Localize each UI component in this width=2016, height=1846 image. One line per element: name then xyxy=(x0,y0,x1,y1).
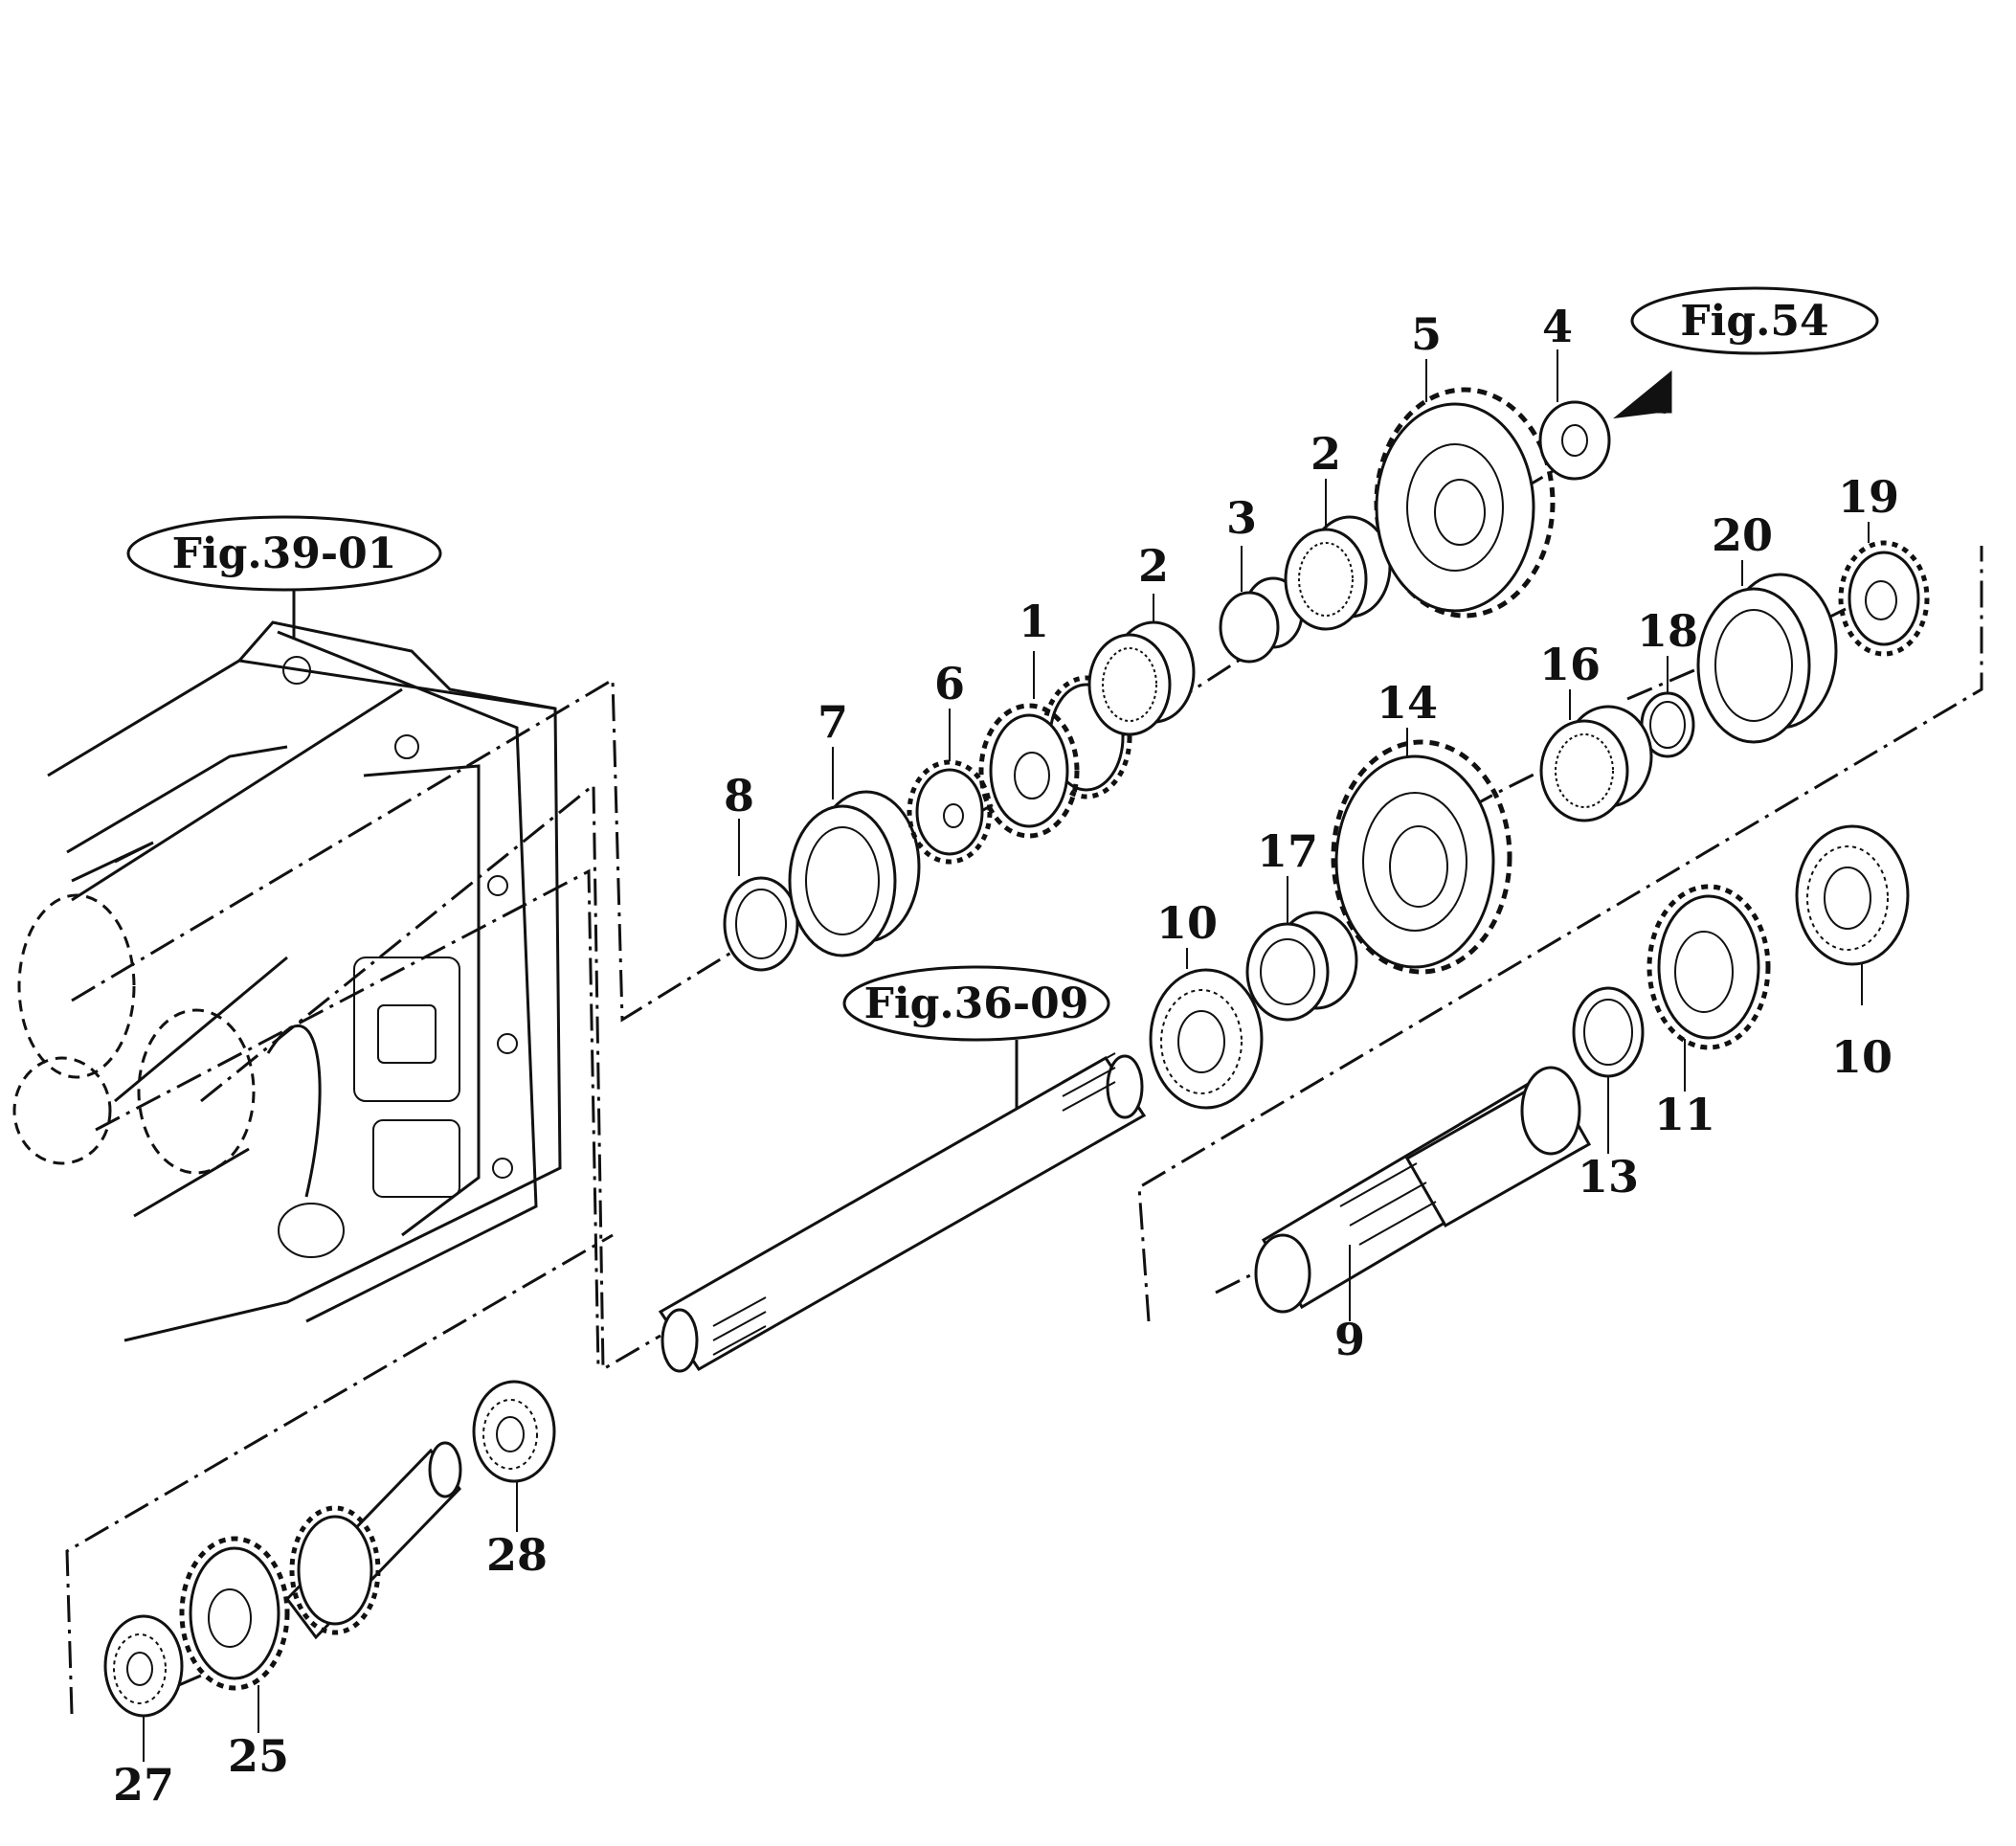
label-part-4: 4 xyxy=(1542,301,1573,352)
input-shaft[interactable] xyxy=(658,1052,1147,1373)
fig-36-09-callout[interactable]: Fig.36-09 xyxy=(842,965,1110,1111)
label-part-2-left: 2 xyxy=(1138,540,1169,592)
svg-text:Fig.36-09: Fig.36-09 xyxy=(864,979,1089,1028)
label-part-1: 1 xyxy=(1019,596,1049,647)
label-part-6: 6 xyxy=(934,658,965,709)
part-27-ball-bearing[interactable] xyxy=(103,1614,184,1762)
label-part-25: 25 xyxy=(228,1730,289,1782)
label-part-13: 13 xyxy=(1578,1151,1639,1203)
part-6-gear[interactable] xyxy=(907,709,993,865)
label-part-20: 20 xyxy=(1712,509,1773,561)
label-part-14: 14 xyxy=(1377,677,1438,729)
label-part-11: 11 xyxy=(1654,1089,1715,1140)
direction-arrow-icon xyxy=(1613,370,1672,419)
part-17-bushing[interactable] xyxy=(1245,876,1358,1022)
fig-39-01-callout[interactable]: Fig.39-01 xyxy=(126,515,442,638)
part-4-washer[interactable] xyxy=(1538,349,1611,481)
part-13-snap-ring[interactable] xyxy=(1572,986,1645,1154)
label-part-10-middle: 10 xyxy=(1156,897,1218,949)
label-part-19: 19 xyxy=(1838,471,1899,523)
part-9-output-shaft[interactable] xyxy=(1254,1066,1592,1321)
part-5-gear[interactable] xyxy=(1374,359,1556,619)
part-7-sync-sleeve[interactable] xyxy=(788,747,921,957)
transmission-housing xyxy=(12,620,562,1342)
part-labels: 5 4 2 3 2 1 6 7 8 19 20 18 16 14 17 10 1… xyxy=(113,301,1899,1811)
fig-54-callout[interactable]: Fig.54 xyxy=(1630,286,1879,355)
part-10-ball-bearing-right[interactable] xyxy=(1795,824,1910,1005)
part-14-gear[interactable] xyxy=(1331,728,1512,975)
label-part-28: 28 xyxy=(486,1529,548,1581)
label-part-10-right: 10 xyxy=(1831,1031,1893,1083)
svg-text:Fig.54: Fig.54 xyxy=(1680,297,1828,346)
part-10-ball-bearing-middle[interactable] xyxy=(1149,948,1264,1110)
part-20-sync-sleeve[interactable] xyxy=(1696,560,1838,744)
svg-text:Fig.39-01: Fig.39-01 xyxy=(172,529,397,578)
part-19-gear[interactable] xyxy=(1838,522,1930,657)
label-part-17: 17 xyxy=(1257,825,1318,877)
label-part-2-right: 2 xyxy=(1310,428,1341,480)
part-16-needle-bearing[interactable] xyxy=(1539,689,1653,822)
label-part-27: 27 xyxy=(113,1759,174,1811)
part-28-ball-bearing[interactable] xyxy=(472,1380,556,1532)
label-part-7: 7 xyxy=(818,696,848,748)
part-25-counter-shaft[interactable] xyxy=(179,1441,462,1733)
label-part-8: 8 xyxy=(724,770,754,822)
label-part-9: 9 xyxy=(1334,1314,1365,1365)
part-18-ring[interactable] xyxy=(1640,656,1695,758)
part-2-needle-bearing-left[interactable] xyxy=(1087,594,1196,736)
part-11-gear[interactable] xyxy=(1646,884,1771,1092)
label-part-18: 18 xyxy=(1637,605,1698,657)
label-part-3: 3 xyxy=(1226,492,1257,544)
label-part-5: 5 xyxy=(1411,308,1442,360)
label-part-16: 16 xyxy=(1539,639,1601,690)
part-8-snap-ring[interactable] xyxy=(723,819,799,972)
